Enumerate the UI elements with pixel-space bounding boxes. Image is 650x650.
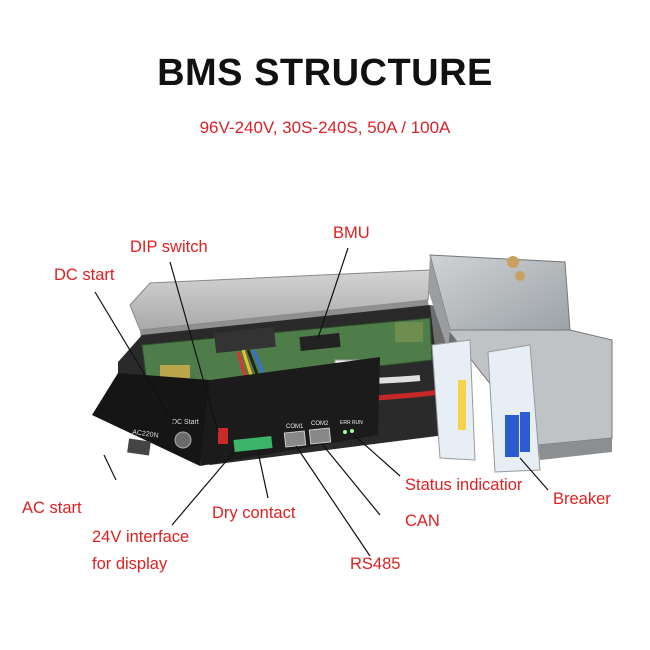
leader-24v-interface <box>171 451 235 526</box>
com2-marking: COM2 <box>311 421 329 427</box>
led-marking: ERR RUN <box>340 420 363 426</box>
label-ac-start: AC start <box>22 499 82 517</box>
leader-lines <box>94 247 549 557</box>
leader-can <box>321 443 381 516</box>
label-can: CAN <box>405 512 440 530</box>
leader-dry-contact <box>257 451 269 499</box>
page-title: BMS STRUCTURE <box>157 52 493 94</box>
label-for-display: for display <box>92 555 168 573</box>
label-dip-switch: DIP switch <box>130 238 208 256</box>
label-bmu: BMU <box>333 224 370 242</box>
label-dc-start: DC start <box>54 266 115 284</box>
leader-dc-start <box>94 291 179 431</box>
leader-breaker <box>519 457 549 491</box>
ac-port-marking: AC220N <box>132 429 159 440</box>
spec-subtitle: 96V-240V, 30S-240S, 50A / 100A <box>199 118 451 137</box>
leader-bmu <box>317 247 349 339</box>
leader-rs485 <box>295 445 371 557</box>
leader-ac-start <box>103 454 117 481</box>
label-24v-interface: 24V interface <box>92 528 190 546</box>
breaker-device <box>431 339 541 473</box>
label-breaker: Breaker <box>553 490 611 508</box>
front-panel: AC220N DC Start COM1 COM2 ERR RUN <box>92 357 380 466</box>
label-status-indication: Status indicatior <box>405 476 523 494</box>
label-dry-contact: Dry contact <box>212 504 296 522</box>
dc-port-marking: DC Start <box>172 419 199 426</box>
com1-marking: COM1 <box>286 424 304 430</box>
leader-status <box>354 435 401 477</box>
label-rs485: RS485 <box>350 555 401 573</box>
leader-dip-switch <box>169 261 219 433</box>
